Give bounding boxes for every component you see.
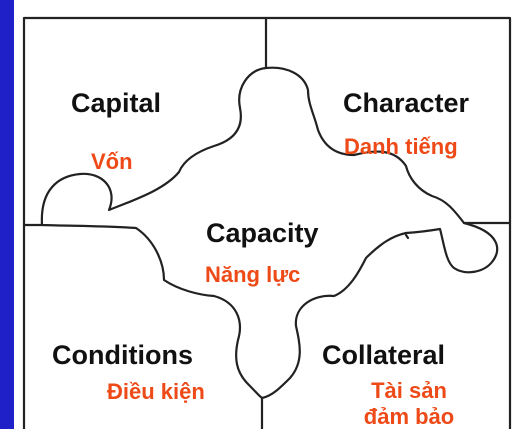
ink-dot bbox=[404, 233, 410, 240]
capital-label: Capital bbox=[71, 88, 162, 118]
capacity-vi-label: Năng lực bbox=[205, 262, 301, 287]
puzzle-outline bbox=[22, 16, 512, 429]
conditions-label: Conditions bbox=[52, 340, 193, 370]
character-label: Character bbox=[343, 88, 470, 118]
collateral-vi-label-line2: đảm bảo bbox=[363, 404, 455, 429]
collateral-label: Collateral bbox=[322, 340, 446, 370]
character-vi-label: Danh tiếng bbox=[344, 134, 458, 159]
collateral-vi-label-line1: Tài sản bbox=[371, 378, 447, 403]
puzzle-panel: Capital Vốn Character Danh tiếng Capacit… bbox=[14, 0, 519, 429]
capacity-label: Capacity bbox=[206, 218, 319, 248]
capacity-piece-outline bbox=[40, 66, 499, 400]
conditions-vi-label: Điều kiện bbox=[107, 379, 205, 404]
capital-vi-label: Vốn bbox=[91, 149, 133, 174]
